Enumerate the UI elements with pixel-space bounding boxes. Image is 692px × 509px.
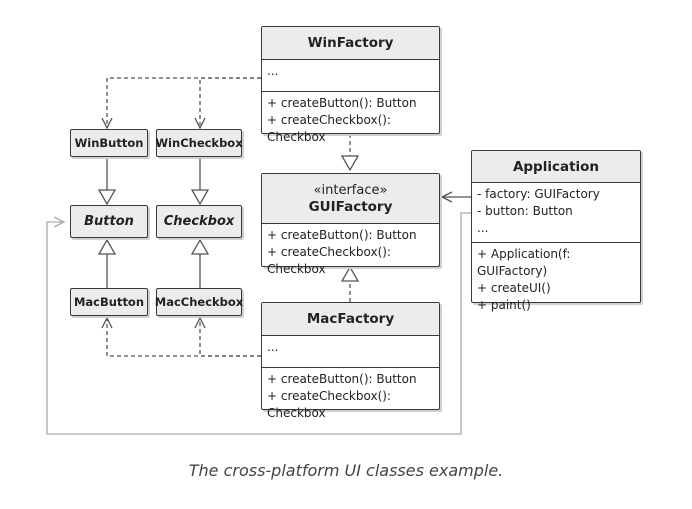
method: + createButton(): Button [267, 96, 417, 110]
class-macfactory: MacFactory ... + createButton(): Button … [261, 302, 440, 420]
class-wincheckbox: WinCheckbox [155, 129, 243, 157]
interface-guifactory-header: «interface» GUIFactory [262, 174, 439, 223]
class-maccheckbox: MacCheckbox [155, 288, 243, 316]
figure-caption: The cross-platform UI classes example. [188, 461, 504, 480]
realization-winfactory-guifactory [340, 134, 360, 172]
field: ... [477, 221, 489, 235]
class-winfactory-fields: ... [262, 59, 439, 91]
realization-mac-products [97, 238, 210, 288]
field: - button: Button [477, 204, 573, 218]
class-macfactory-fields: ... [262, 335, 439, 367]
association-application-guifactory [440, 191, 471, 203]
dependency-macfactory-arrowheads [101, 316, 206, 329]
class-winfactory-methods: + createButton(): Button + createCheckbo… [262, 91, 439, 149]
class-macfactory-name: MacFactory [262, 303, 439, 335]
method: + Application(f: GUIFactory) [477, 247, 571, 278]
realization-win-products [97, 157, 210, 206]
interface-guifactory: «interface» GUIFactory + createButton():… [261, 173, 440, 276]
interface-button: Button [70, 205, 148, 238]
realization-macfactory-guifactory [340, 265, 360, 302]
method: + createCheckbox(): Checkbox [267, 389, 391, 420]
method: + createCheckbox(): Checkbox [267, 245, 391, 276]
dependency-winfactory-products [106, 77, 261, 125]
interface-guifactory-name: GUIFactory [308, 198, 393, 215]
field: - factory: GUIFactory [477, 187, 600, 201]
interface-guifactory-methods: + createButton(): Button + createCheckbo… [262, 223, 439, 281]
interface-checkbox: Checkbox [156, 205, 242, 238]
class-winfactory: WinFactory ... + createButton(): Button … [261, 26, 440, 144]
class-macbutton: MacButton [70, 288, 148, 316]
class-macfactory-methods: + createButton(): Button + createCheckbo… [262, 367, 439, 425]
method: + createButton(): Button [267, 228, 417, 242]
dependency-winfactory-arrowheads [101, 117, 206, 130]
class-application-methods: + Application(f: GUIFactory) + createUI(… [472, 242, 640, 317]
method: + paint() [477, 298, 531, 312]
class-application: Application - factory: GUIFactory - butt… [471, 150, 641, 312]
class-application-name: Application [472, 151, 640, 182]
field: ... [267, 340, 279, 354]
class-winbutton: WinButton [70, 129, 148, 157]
field: ... [267, 64, 279, 78]
method: + createUI() [477, 281, 551, 295]
class-winfactory-name: WinFactory [262, 27, 439, 59]
stereotype-label: «interface» [313, 182, 388, 198]
class-application-fields: - factory: GUIFactory - button: Button .… [472, 182, 640, 242]
method: + createCheckbox(): Checkbox [267, 113, 391, 144]
association-application-button [46, 212, 471, 435]
method: + createButton(): Button [267, 372, 417, 386]
dependency-macfactory-products [106, 320, 261, 357]
